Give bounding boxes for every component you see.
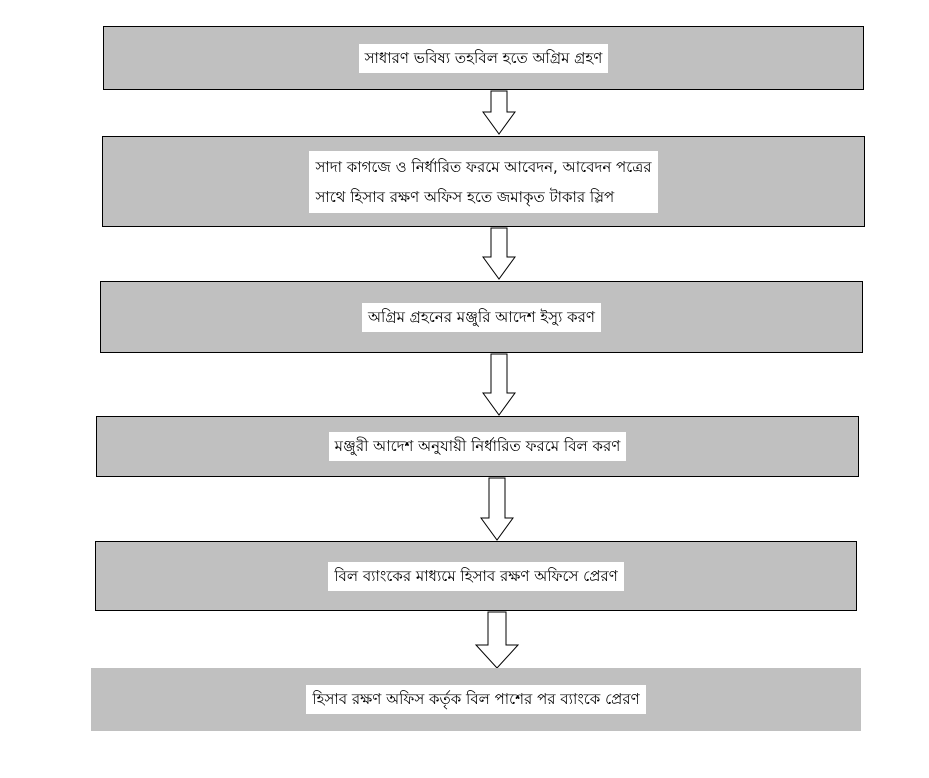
- flow-step-2-label: সাদা কাগজে ও নির্ধারিত ফরমে আবেদন, আবেদন…: [309, 150, 658, 213]
- flow-step-5-line-1: বিল ব্যাংকের মাধ্যমে হিসাব রক্ষণ অফিসে প…: [334, 566, 618, 585]
- down-arrow-icon: [482, 90, 516, 135]
- flow-step-2-line-2: সাথে হিসাব রক্ষণ অফিস হতে জমাকৃত টাকার স…: [315, 187, 615, 206]
- flow-step-3: অগ্রিম গ্রহনের মঞ্জুরি আদেশ ইস্যু করণ: [100, 281, 863, 353]
- down-arrow-icon: [480, 477, 514, 541]
- flow-step-5: বিল ব্যাংকের মাধ্যমে হিসাব রক্ষণ অফিসে প…: [95, 541, 857, 611]
- flow-step-6-label: হিসাব রক্ষণ অফিস কর্তৃক বিল পাশের পর ব্য…: [306, 685, 646, 714]
- flow-step-1-line-1: সাধারণ ভবিষ্য তহবিল হতে অগ্রিম গ্রহণ: [364, 48, 603, 67]
- flow-step-4-label: মঞ্জুরী আদেশ অনুযায়ী নির্ধারিত ফরমে বিল…: [328, 432, 627, 461]
- flow-step-3-line-1: অগ্রিম গ্রহনের মঞ্জুরি আদেশ ইস্যু করণ: [368, 307, 595, 326]
- down-arrow-icon: [482, 227, 516, 280]
- down-arrow-icon: [474, 611, 520, 669]
- flow-step-6-line-1: হিসাব রক্ষণ অফিস কর্তৃক বিল পাশের পর ব্য…: [312, 690, 640, 708]
- flow-step-4-line-1: মঞ্জুরী আদেশ অনুযায়ী নির্ধারিত ফরমে বিল…: [334, 437, 621, 455]
- flow-step-5-label: বিল ব্যাংকের মাধ্যমে হিসাব রক্ষণ অফিসে প…: [328, 561, 624, 591]
- flow-step-3-label: অগ্রিম গ্রহনের মঞ্জুরি আদেশ ইস্যু করণ: [362, 302, 601, 332]
- flow-step-2-line-1: সাদা কাগজে ও নির্ধারিত ফরমে আবেদন, আবেদন…: [315, 157, 652, 176]
- flow-step-1-label: সাধারণ ভবিষ্য তহবিল হতে অগ্রিম গ্রহণ: [358, 43, 609, 73]
- down-arrow-icon: [482, 353, 516, 416]
- flow-step-6: হিসাব রক্ষণ অফিস কর্তৃক বিল পাশের পর ব্য…: [91, 668, 861, 731]
- flow-step-2: সাদা কাগজে ও নির্ধারিত ফরমে আবেদন, আবেদন…: [102, 136, 865, 227]
- flow-step-4: মঞ্জুরী আদেশ অনুযায়ী নির্ধারিত ফরমে বিল…: [96, 416, 859, 477]
- flow-step-1: সাধারণ ভবিষ্য তহবিল হতে অগ্রিম গ্রহণ: [103, 26, 864, 90]
